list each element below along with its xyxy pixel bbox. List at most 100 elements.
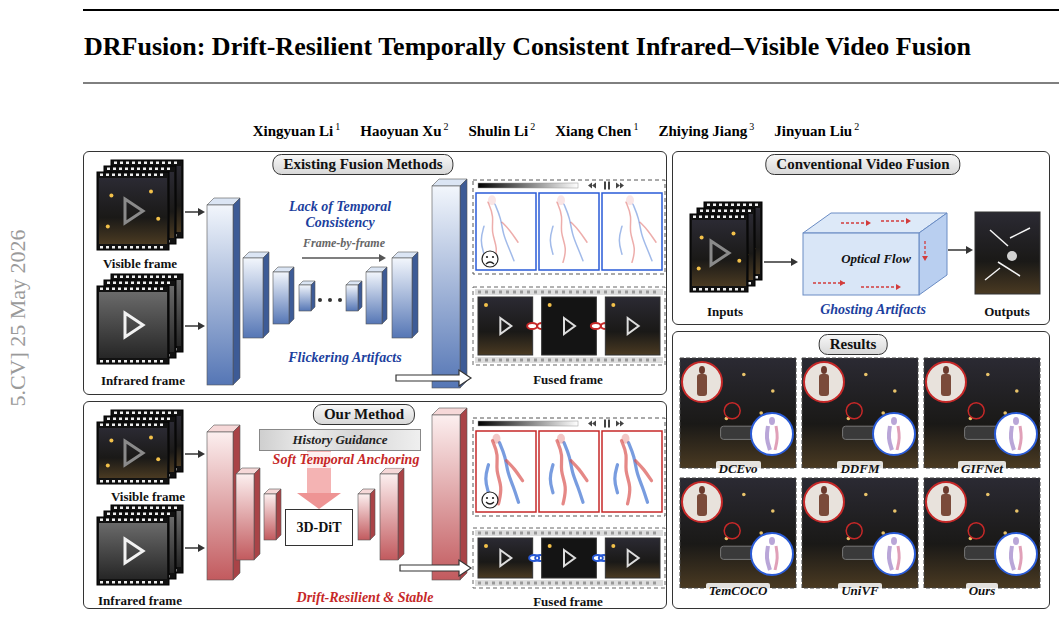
sprocket-hole — [155, 418, 158, 421]
sprocket-hole — [513, 291, 516, 294]
network-layer — [346, 281, 362, 311]
sprocket-hole — [555, 291, 558, 294]
sprocket-hole — [513, 532, 516, 535]
ghost-streak — [985, 268, 1000, 280]
person-body — [889, 546, 892, 570]
layer-side — [233, 198, 240, 385]
sprocket-hole — [114, 162, 117, 165]
network-layer — [380, 468, 404, 560]
network-layer — [432, 408, 467, 580]
rewind-icon — [592, 183, 596, 189]
timeline-bar — [478, 183, 578, 188]
sprocket-hole — [478, 291, 481, 294]
sprocket-hole — [149, 282, 152, 285]
ghost-streak — [998, 262, 1020, 276]
sprocket-hole — [138, 162, 141, 165]
sprocket-hole — [113, 282, 116, 285]
layer-side — [460, 408, 467, 580]
sprocket-hole — [736, 210, 739, 213]
sprocket-hole — [144, 412, 147, 415]
node-label: 3D-DiT — [296, 520, 341, 536]
difference-map — [602, 431, 662, 512]
sprocket-hole — [125, 282, 128, 285]
flow-arrow-shaft — [948, 249, 968, 251]
sprocket-hole — [604, 582, 607, 585]
layer-front — [207, 432, 233, 580]
sprocket-hole — [112, 424, 115, 427]
street-light — [742, 373, 746, 377]
sprocket-hole — [136, 480, 139, 483]
panel-heading: Results — [819, 334, 888, 355]
sprocket-hole — [130, 246, 133, 249]
difference-stroke — [507, 461, 523, 481]
history-strip: History Guidance — [259, 429, 421, 451]
sprocket-hole — [718, 210, 721, 213]
person-body — [1019, 426, 1021, 450]
sprocket-hole — [562, 532, 565, 535]
difference-map — [476, 193, 536, 270]
sprocket-hole — [492, 291, 495, 294]
fused-frame-image — [605, 538, 660, 578]
person-body — [819, 494, 829, 516]
sprocket-hole — [113, 418, 116, 421]
sprocket-hole — [126, 276, 129, 279]
title-rule — [83, 83, 1059, 84]
panel-conventional: Conventional Video FusionOptical Flow — [672, 151, 1050, 325]
sprocket-hole — [499, 582, 502, 585]
zoom-inset — [926, 362, 966, 402]
sprocket-hole — [699, 288, 702, 291]
layer-side — [460, 179, 467, 388]
sprocket-hole — [625, 582, 628, 585]
sprocket-hole — [492, 582, 495, 585]
person-body — [941, 374, 951, 396]
sprocket-hole — [506, 359, 509, 362]
difference-stroke — [557, 441, 565, 504]
target-marker — [968, 403, 984, 419]
layer-front — [346, 285, 358, 311]
sprocket-hole — [142, 360, 145, 363]
sprocket-hole — [513, 359, 516, 362]
author-name: Haoyuan Xu — [360, 122, 441, 140]
frame-image — [692, 220, 746, 286]
sprocket-hole — [106, 246, 109, 249]
dit-block: 3D-DiT — [285, 509, 353, 546]
sprocket-hole — [653, 291, 656, 294]
sprocket-hole — [137, 282, 140, 285]
cube-front — [803, 233, 919, 295]
panel-our-method: Our MethodHistory Guidance3D-DiT — [83, 401, 667, 609]
person-body — [941, 494, 951, 516]
street-light — [149, 190, 153, 194]
sprocket-hole — [126, 507, 129, 510]
sprocket-hole — [149, 168, 152, 171]
flow-vector-head — [866, 220, 871, 226]
result-image — [802, 358, 918, 468]
sprocket-hole — [131, 513, 134, 516]
sprocket-hole — [150, 162, 153, 165]
sprocket-hole — [156, 276, 159, 279]
sprocket-hole — [148, 246, 151, 249]
difference-stroke — [486, 465, 489, 493]
sprocket-hole — [100, 424, 103, 427]
flow-vector-head — [922, 256, 928, 261]
forward-icon — [616, 421, 620, 427]
ghost-streak — [990, 230, 1008, 246]
sprocket-hole — [748, 210, 751, 213]
sprocket-hole — [112, 360, 115, 363]
panel-heading: Existing Fusion Methods — [272, 154, 453, 175]
layer-side — [276, 489, 281, 540]
sprocket-hole — [131, 418, 134, 421]
street-light — [156, 457, 160, 461]
difference-head — [557, 195, 565, 205]
sprocket-hole — [646, 582, 649, 585]
sprocket-hole — [705, 216, 708, 219]
sprocket-hole — [639, 359, 642, 362]
person-body — [775, 546, 777, 570]
our-method-illustration — [97, 408, 665, 588]
sprocket-hole — [118, 519, 121, 522]
sprocket-hole — [741, 216, 744, 219]
output-arrow — [396, 370, 471, 386]
fused-strip — [473, 528, 665, 588]
street-light — [697, 267, 701, 271]
sprocket-hole — [743, 204, 746, 207]
face-eye — [492, 497, 494, 499]
